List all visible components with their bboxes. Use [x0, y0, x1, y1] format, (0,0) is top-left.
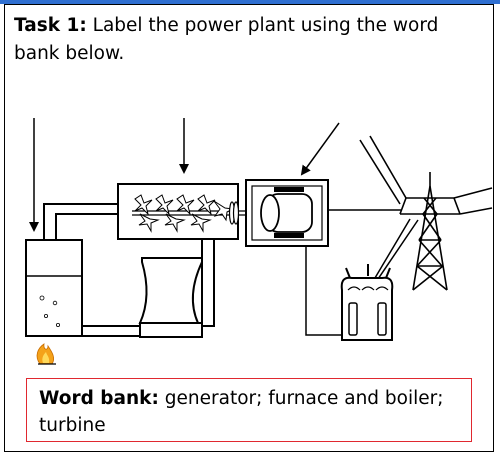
electricity-pylon — [359, 135, 493, 291]
task-label: Task 1: — [14, 15, 87, 36]
word-bank-box: Word bank: generator; furnace and boiler… — [26, 378, 472, 442]
shaft-coupling — [228, 201, 240, 225]
label-arrow-generator — [300, 122, 340, 176]
power-wires — [305, 209, 419, 336]
word-bank-words: generator; furnace and boiler; turbine — [39, 388, 444, 436]
transformer — [340, 264, 394, 341]
task-instruction: Label the power plant using the word ban… — [14, 15, 439, 64]
worksheet-frame — [4, 4, 494, 452]
flame-icon — [36, 343, 56, 365]
cooling-tower — [138, 257, 203, 338]
boiler-tank — [25, 239, 83, 337]
top-accent-bar — [0, 0, 500, 4]
turbine — [117, 183, 262, 240]
word-bank-label: Word bank: — [39, 388, 159, 409]
task-heading: Task 1: Label the power plant using the … — [14, 12, 484, 68]
generator — [245, 179, 329, 247]
